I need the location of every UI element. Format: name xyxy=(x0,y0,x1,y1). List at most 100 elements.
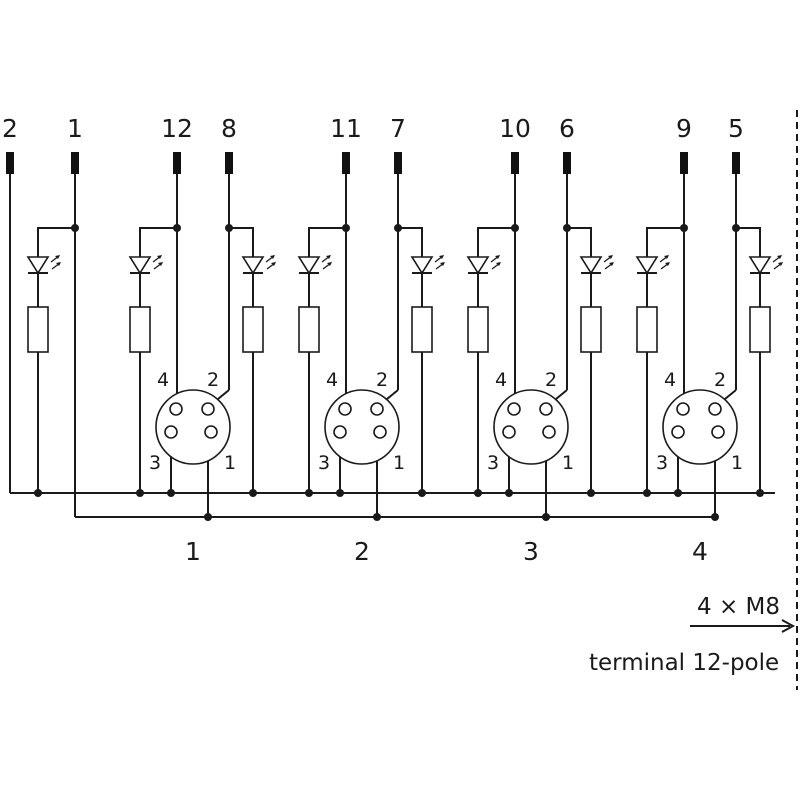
port-3-resistor-a xyxy=(467,306,489,353)
port-4-dot-contact-3 xyxy=(674,489,682,497)
port-4-contact-3 xyxy=(671,425,685,439)
port-3-contact-4 xyxy=(507,402,521,416)
port-3-dot-b xyxy=(563,224,571,232)
port-2-wire-led-b-top xyxy=(398,227,423,257)
port-1-contact-1 xyxy=(204,425,218,439)
led-arrow-head xyxy=(56,262,61,266)
port-3-number: 3 xyxy=(523,537,539,566)
led-arrow-head xyxy=(608,255,613,259)
port-3-wire-led-a-top xyxy=(477,227,515,257)
port-1-dot-a xyxy=(173,224,181,232)
terminal-pin-10 xyxy=(511,152,519,174)
port-2-label-pin-4: 4 xyxy=(326,369,338,391)
port-4-resistor-a xyxy=(636,306,658,353)
led-triangle xyxy=(297,256,321,275)
terminal-pin-5 xyxy=(732,152,740,174)
led-triangle xyxy=(748,256,772,275)
port-4-contact-2 xyxy=(708,402,722,416)
led-arrow-head xyxy=(439,255,444,259)
led-first xyxy=(26,255,61,275)
port-2-label-pin-1: 1 xyxy=(393,452,405,474)
port-1-led-b xyxy=(241,255,276,275)
port-4-dot-bus-a2 xyxy=(756,489,764,497)
led-arrow-head xyxy=(778,262,783,266)
port-4-led-a xyxy=(635,255,670,275)
terminal-pin-label-2: 2 xyxy=(2,114,18,143)
port-3-contact-1 xyxy=(542,425,556,439)
terminal-pin-label-5: 5 xyxy=(728,114,744,143)
port-4-resistor-b xyxy=(749,306,771,353)
port-3-contact-2 xyxy=(539,402,553,416)
port-2-dot-bus-a2 xyxy=(418,489,426,497)
port-2-contact-4 xyxy=(338,402,352,416)
port-1-label-pin-4: 4 xyxy=(157,369,169,391)
port-4-dot-b xyxy=(732,224,740,232)
port-2-led-a xyxy=(297,255,332,275)
port-1-dot-contact-1 xyxy=(204,513,212,521)
terminal-pin-2 xyxy=(6,152,14,174)
port-1-contact-2 xyxy=(201,402,215,416)
port-3-label-pin-2: 2 xyxy=(545,369,557,391)
port-2-resistor-a xyxy=(298,306,320,353)
terminal-pin-9 xyxy=(680,152,688,174)
port-2-contact-2 xyxy=(370,402,384,416)
port-1-dot-b xyxy=(225,224,233,232)
port-1-dot-bus-a1 xyxy=(136,489,144,497)
junction-dot xyxy=(34,489,42,497)
terminal-pin-label-7: 7 xyxy=(390,114,406,143)
terminal-pin-label-10: 10 xyxy=(499,114,531,143)
port-4-contact-1 xyxy=(711,425,725,439)
port-1-resistor-b xyxy=(242,306,264,353)
terminal-pin-12 xyxy=(173,152,181,174)
led-arrow-head xyxy=(665,262,670,266)
port-4-wire-led-b-top xyxy=(736,227,761,257)
port-1-contact-3 xyxy=(164,425,178,439)
led-arrow-head xyxy=(271,262,276,266)
port-4-contact-4 xyxy=(676,402,690,416)
port-2-dot-a xyxy=(342,224,350,232)
port-3-m8-connector xyxy=(493,389,569,465)
led-arrow-head xyxy=(157,255,162,259)
led-arrow-head xyxy=(327,262,332,266)
led-triangle xyxy=(410,256,434,275)
junction-dot xyxy=(71,224,79,232)
terminal-pin-6 xyxy=(563,152,571,174)
port-2-label-pin-2: 2 xyxy=(376,369,388,391)
port-2-label-pin-3: 3 xyxy=(318,452,330,474)
port-3-dot-bus-a2 xyxy=(587,489,595,497)
port-3-led-b xyxy=(579,255,614,275)
port-2-resistor-b xyxy=(411,306,433,353)
led-arrow-head xyxy=(158,262,163,266)
terminal-pin-label-1: 1 xyxy=(67,114,83,143)
led-arrow-head xyxy=(777,255,782,259)
port-4-number: 4 xyxy=(692,537,708,566)
port-2-dot-bus-a1 xyxy=(305,489,313,497)
port-1-number: 1 xyxy=(185,537,201,566)
port-3-dot-contact-3 xyxy=(505,489,513,497)
terminal-pin-label-8: 8 xyxy=(221,114,237,143)
port-4-dot-bus-a1 xyxy=(643,489,651,497)
connector-type-label: 4 × M8 xyxy=(697,594,780,620)
port-2-dot-contact-1 xyxy=(373,513,381,521)
port-3-label-pin-1: 1 xyxy=(562,452,574,474)
port-1-wire-led-a-top xyxy=(139,227,177,257)
port-2-m8-connector xyxy=(324,389,400,465)
led-triangle xyxy=(635,256,659,275)
port-1-label-pin-2: 2 xyxy=(207,369,219,391)
led-triangle xyxy=(128,256,152,275)
led-triangle xyxy=(241,256,265,275)
port-4-label-pin-4: 4 xyxy=(664,369,676,391)
port-4-dot-contact-1 xyxy=(711,513,719,521)
port-2-contact-1 xyxy=(373,425,387,439)
port-2-dot-b xyxy=(394,224,402,232)
port-1-label-pin-1: 1 xyxy=(224,452,236,474)
port-1-contact-4 xyxy=(169,402,183,416)
terminal-pin-label-9: 9 xyxy=(676,114,692,143)
port-3-label-pin-3: 3 xyxy=(487,452,499,474)
port-4-m8-connector xyxy=(662,389,738,465)
connector-arrow-head xyxy=(781,619,796,633)
led-triangle xyxy=(466,256,490,275)
port-4-label-pin-1: 1 xyxy=(731,452,743,474)
terminal-pin-1 xyxy=(71,152,79,174)
wire-led-first-top xyxy=(37,227,75,257)
